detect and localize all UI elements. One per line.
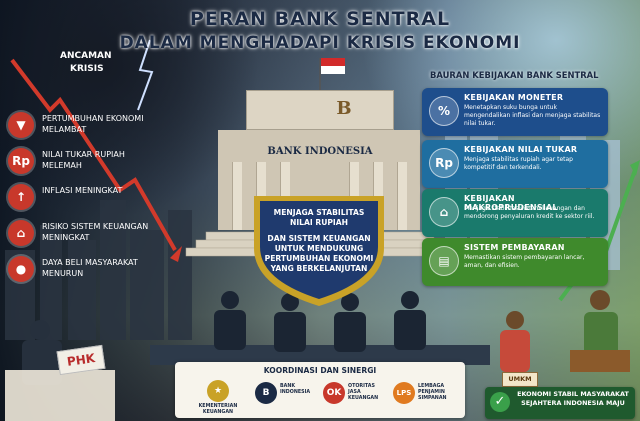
percent-icon: % <box>429 96 459 126</box>
policy-heading: BAURAN KEBIJAKAN BANK SENTRAL <box>430 70 599 80</box>
check-icon: ✓ <box>490 392 510 412</box>
left-skyline <box>5 200 192 340</box>
policy-card-desc: Menjaga stabilitas sistem keuangan dan m… <box>464 205 595 220</box>
shield-emblem <box>254 196 384 306</box>
policy-card-title: KEBIJAKAN NILAI TUKAR <box>464 145 578 154</box>
indonesia-flag-white <box>321 66 345 74</box>
crisis-item-rupiah: Rp NILAI TUKAR RUPIAH MELEMAH <box>8 148 158 175</box>
crisis-item-purchasing-power: ● DAYA BELI MASYARAKAT MENURUN <box>8 256 158 283</box>
crisis-item-label: DAYA BELI MASYARAKAT MENURUN <box>42 258 138 278</box>
officials-silhouettes <box>214 291 426 352</box>
institution-lps: LPS LEMBAGA PENJAMIN SIMPANAN <box>393 378 463 416</box>
policy-card-monetary: % KEBIJAKAN MONETER Menetapkan suku bung… <box>422 88 608 136</box>
outcome-text: EKONOMI STABIL MASYARAKAT SEJAHTERA INDO… <box>517 390 629 407</box>
lps-logo-icon: LPS <box>393 382 415 404</box>
crisis-list: ▼ PERTUMBUHAN EKONOMI MELAMBAT Rp NILAI … <box>8 112 158 292</box>
farmer-man <box>584 290 618 362</box>
shield-line-1: MENJAGA STABILITAS NILAI RUPIAH <box>273 208 365 227</box>
institution-name: BANK INDONESIA <box>280 384 311 395</box>
policy-card-exchange-rate: Rp KEBIJAKAN NILAI TUKAR Menjaga stabili… <box>422 140 608 188</box>
page-title: PERAN BANK SENTRAL <box>189 8 451 30</box>
policy-card-desc: Menjaga stabilitas rupiah agar tetap kom… <box>464 156 573 171</box>
people-icon: ● <box>8 256 34 282</box>
institution-kemenkeu: ★ KEMENTERIAN KEUANGAN <box>187 378 249 416</box>
policy-card-payment-system: ▤ SISTEM PEMBAYARAN Memastikan sistem pe… <box>422 238 608 286</box>
kemenkeu-logo-icon: ★ <box>207 380 229 402</box>
crisis-item-label: NILAI TUKAR RUPIAH MELEMAH <box>42 150 125 170</box>
policy-card-title: SISTEM PEMBAYARAN <box>464 243 565 252</box>
bank-name-sign: BANK INDONESIA <box>267 146 373 157</box>
bank-icon: ⌂ <box>8 220 34 246</box>
umkm-sign: UMKM <box>502 372 538 387</box>
indonesia-flag-red <box>321 58 345 66</box>
shield-line-2: DAN SISTEM KEUANGAN UNTUK MENDUKUNG PERT… <box>264 234 374 273</box>
outcome-banner: ✓ EKONOMI STABIL MASYARAKAT SEJAHTERA IN… <box>485 387 635 419</box>
falling-bars-icon: ▼ <box>8 112 34 138</box>
rupiah-icon: Rp <box>429 148 459 178</box>
crisis-item-growth: ▼ PERTUMBUHAN EKONOMI MELAMBAT <box>8 112 158 139</box>
institution-name: OTORITAS JASA KEUANGAN <box>348 384 379 401</box>
shopping-cart-icon: ↑ <box>8 184 34 210</box>
policy-card-desc: Memastikan sistem pembayaran lancar, ama… <box>464 254 585 269</box>
bank-icon: ⌂ <box>429 197 459 227</box>
bi-emblem-icon: B <box>336 98 352 119</box>
vendor-woman <box>500 311 530 372</box>
institution-name: LEMBAGA PENJAMIN SIMPANAN <box>418 384 447 401</box>
falling-arrow <box>10 58 177 251</box>
vegetable-crate <box>570 350 630 372</box>
policy-card-macroprudential: ⌂ KEBIJAKAN MAKROPRUDENSIAL Menjaga stab… <box>422 189 608 237</box>
crisis-item-label: INFLASI MENINGKAT <box>42 186 123 195</box>
coordination-title: KOORDINASI DAN SINERGI <box>263 366 377 375</box>
page-subtitle: DALAM MENGHADAPI KRISIS EKONOMI <box>119 33 521 53</box>
desk-papers <box>5 370 115 421</box>
coordination-card: KOORDINASI DAN SINERGI ★ KEMENTERIAN KEU… <box>175 362 465 418</box>
policy-card-desc: Menetapkan suku bunga untuk mengendalika… <box>464 104 601 127</box>
institution-ojk: OK OTORITAS JASA KEUANGAN <box>323 378 389 416</box>
rupiah-down-icon: Rp <box>8 148 34 174</box>
bi-logo-icon: B <box>255 382 277 404</box>
building-pediment: B <box>246 90 394 130</box>
crisis-item-inflation: ↑ INFLASI MENINGKAT <box>8 184 158 211</box>
institution-name: KEMENTERIAN KEUANGAN <box>198 404 238 415</box>
lightning-bolt <box>137 39 154 111</box>
shield-message: MENJAGA STABILITAS NILAI RUPIAH DAN SIST… <box>262 208 376 280</box>
column <box>232 162 242 230</box>
crisis-item-label: PERTUMBUHAN EKONOMI MELAMBAT <box>42 114 144 134</box>
crisis-heading: ANCAMAN KRISIS <box>60 51 112 74</box>
crisis-item-financial-risk: ⌂ RISIKO SISTEM KEUANGAN MENINGKAT <box>8 220 158 247</box>
ojk-logo-icon: OK <box>323 382 345 404</box>
institution-bi: B BANK INDONESIA <box>255 378 315 416</box>
column <box>397 162 407 230</box>
crisis-item-label: RISIKO SISTEM KEUANGAN MENINGKAT <box>42 222 149 242</box>
policy-card-title: KEBIJAKAN MAKROPRUDENSIAL <box>464 194 558 212</box>
payment-icon: ▤ <box>429 246 459 276</box>
policy-card-title: KEBIJAKAN MONETER <box>464 93 564 102</box>
